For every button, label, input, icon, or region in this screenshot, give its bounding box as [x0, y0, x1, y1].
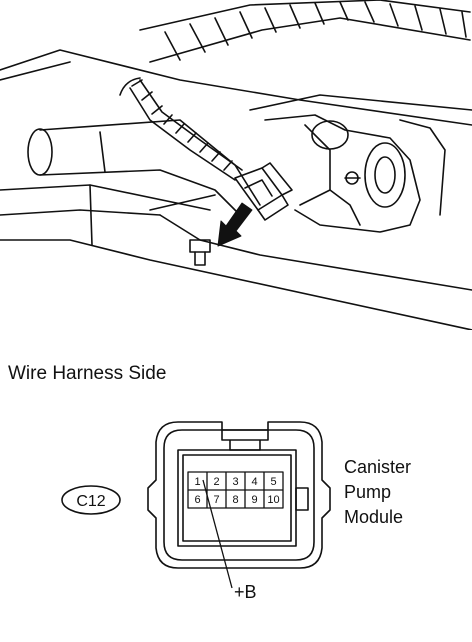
component-name-line-1: Canister: [344, 457, 411, 477]
pin-10: 10: [267, 494, 279, 506]
wire-harness: [119, 77, 243, 181]
component-name: Canister Pump Module: [344, 457, 411, 527]
terminal-label: +B: [234, 582, 257, 602]
pin-7: 7: [213, 494, 219, 506]
pin-3: 3: [232, 476, 238, 488]
connector-housing: [147, 421, 331, 569]
connector-face-diagram: C12 1 2 3 4 5 6 7 8 9 10 +B: [61, 421, 411, 602]
terminal-leader: +B: [202, 479, 257, 602]
pin-6: 6: [194, 494, 200, 506]
pin-grid: 1 2 3 4 5 6 7 8 9 10: [187, 471, 284, 509]
connector-code-badge: C12: [61, 485, 121, 515]
connector-plug: [234, 162, 293, 221]
component-name-line-3: Module: [344, 507, 403, 527]
wire-harness-side-caption: Wire Harness Side: [8, 363, 167, 384]
pin-9: 9: [251, 494, 257, 506]
component-name-line-2: Pump: [344, 482, 391, 502]
location-arrow: [217, 202, 253, 247]
body-panel: [139, 0, 471, 63]
pin-4: 4: [251, 476, 257, 488]
component-location-illustration: [0, 0, 472, 330]
pin-2: 2: [213, 476, 219, 488]
bolt: [189, 239, 211, 266]
lower-panel: [0, 184, 472, 330]
canister-pump-module-body: [264, 114, 446, 233]
pin-1: 1: [194, 476, 200, 488]
connector-code: C12: [76, 493, 105, 510]
pin-8: 8: [232, 494, 238, 506]
frame-member: [0, 49, 472, 126]
pin-5: 5: [270, 476, 276, 488]
